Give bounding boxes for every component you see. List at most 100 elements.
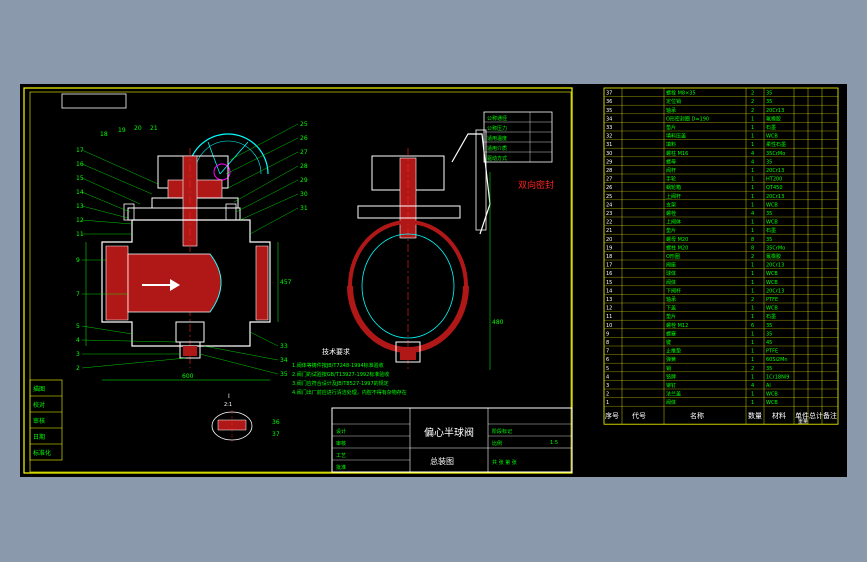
bom-cell: 1 xyxy=(751,400,754,406)
bom-cell: 螺母 M20 xyxy=(666,236,688,243)
tb-sheet: 共 张 第 张 xyxy=(492,459,517,466)
tech-line: 4.阀门出厂前应进行清洁处理，内腔不得有杂物存在 xyxy=(292,389,407,396)
bom-cell: 销 xyxy=(666,365,671,372)
bom-cell: PTFE xyxy=(766,349,778,355)
bom-cell: 1 xyxy=(751,125,754,131)
bom-cell: 法兰盖 xyxy=(666,391,681,398)
bom-cell: 35 xyxy=(766,323,772,329)
bom-cell: 6 xyxy=(606,357,609,363)
bom-cell: 13 xyxy=(606,297,612,303)
bom-cell: PTFE xyxy=(766,297,778,303)
bom-cell: 17 xyxy=(606,263,612,269)
bom-cell: WCB xyxy=(766,134,778,140)
seal-note: 双向密封 xyxy=(518,179,554,191)
bom-cell: 垫片 xyxy=(666,124,676,131)
bom-cell: 4 xyxy=(751,383,754,389)
main-section-view: 600 457 xyxy=(85,133,292,381)
bom-cell: 11 xyxy=(606,314,612,320)
bom-cell: 止推垫 xyxy=(666,348,681,355)
bom-header: 名称 xyxy=(690,411,704,420)
bom-cell: 35 xyxy=(606,108,612,114)
tb-ratio: 比例 xyxy=(492,440,502,447)
drawing-scale: 1:5 xyxy=(550,440,558,446)
bom-cell: 上阀杆 xyxy=(666,193,681,200)
spec-label: 适用介质 xyxy=(487,145,507,152)
balloon-label: 11 xyxy=(76,231,84,238)
bom-cell: 螺塞 xyxy=(666,330,676,337)
side-view: 480 双向密封 xyxy=(347,129,554,370)
bom-cell: 1 xyxy=(751,349,754,355)
balloon-label: 2 xyxy=(76,365,80,372)
bom-cell: 铆钉 xyxy=(666,382,676,389)
detail-label: I xyxy=(228,393,230,400)
inner-frame xyxy=(29,91,572,473)
bom-cell: 31 xyxy=(606,142,612,148)
bom-cell: WCB xyxy=(766,271,778,277)
stamp-label-4: 标准化 xyxy=(33,449,51,457)
bom-cell: 2 xyxy=(751,99,754,105)
bom-cell: 22 xyxy=(606,220,612,226)
main-frame xyxy=(23,87,573,474)
bom-cell: 4 xyxy=(751,151,754,157)
bom-header: 代号 xyxy=(632,411,646,420)
bom-cell: 1 xyxy=(751,271,754,277)
bom-cell: 45 xyxy=(766,340,772,346)
bom-cell: 下盖 xyxy=(666,305,676,312)
bom-cell: 4 xyxy=(751,159,754,165)
dim-overall-length: 600 xyxy=(182,373,194,380)
drawing-sheet: 描图 校对 审核 日期 标准化 xyxy=(20,84,847,477)
bom-cell: WCB xyxy=(766,400,778,406)
bom-cell: 19 xyxy=(606,245,612,251)
bom-cell: 1 xyxy=(751,374,754,380)
bom-cell: 阀体 xyxy=(666,279,676,286)
title-block: 设计 审核 工艺 批准 偏心半球阀 总装图 1:5 阶段标记 比例 共 张 第 … xyxy=(331,407,573,473)
bom-cell: 2 xyxy=(606,392,609,398)
tech-line: 2.阀门的试验按GB/T13927-1992标准验收 xyxy=(292,371,389,378)
tb-approve: 批准 xyxy=(336,464,346,471)
bom-cell: 垫片 xyxy=(666,313,676,320)
bom-cell: 21 xyxy=(606,228,612,234)
bom-cell: 23 xyxy=(606,211,612,217)
bom-cell: 1 xyxy=(751,202,754,208)
dim-outlet: 457 xyxy=(280,279,292,286)
balloon-label: 25 xyxy=(300,121,308,128)
bom-cell: 1 xyxy=(751,392,754,398)
bom-cell: 螺栓 xyxy=(666,210,676,217)
balloon-label: 13 xyxy=(76,203,84,210)
balloon-label: 5 xyxy=(76,323,80,330)
balloon-label: 26 xyxy=(300,135,308,142)
spec-table: 公称通径 公称压力 适用温度 适用介质 驱动方式 xyxy=(483,111,553,163)
bom-cell: 定位销 xyxy=(666,98,681,105)
bom-cell: 蜗轮箱 xyxy=(666,184,681,191)
bom-cell: 1 xyxy=(751,280,754,286)
bom-cell: 2 xyxy=(751,91,754,97)
bom-cell: 9 xyxy=(606,331,609,337)
bom-cell: 30 xyxy=(606,151,612,157)
bom-cell: 1 xyxy=(751,142,754,148)
bom-cell: 弹簧 xyxy=(666,356,676,363)
bom-cell: 支架 xyxy=(666,201,676,208)
spec-label: 适用温度 xyxy=(487,135,507,142)
bom-cell: 铭牌 xyxy=(666,373,676,380)
bom-cell: 28 xyxy=(606,168,612,174)
bom-header: 单件 xyxy=(795,411,809,420)
bom-header: 备注 xyxy=(823,411,837,420)
bom-cell: 35 xyxy=(766,99,772,105)
bom-cell: WCB xyxy=(766,280,778,286)
balloon-label: 19 xyxy=(118,127,126,134)
bom-cell: 1 xyxy=(751,314,754,320)
bom-cell: 1 xyxy=(751,340,754,346)
drawing-subtitle: 总装图 xyxy=(430,456,454,466)
bom-cell: 螺母 xyxy=(666,158,676,165)
bom-cell: 10 xyxy=(606,323,612,329)
bom-cell: 27 xyxy=(606,177,612,183)
balloon-label: 35 xyxy=(280,371,288,378)
bom-cell: 轴承 xyxy=(666,107,676,114)
bom-cell: 2 xyxy=(751,297,754,303)
technical-requirements: 技术要求 1.阀体等铸件按JB/T7248-1994标准验收 2.阀门的试验按G… xyxy=(292,347,407,396)
bom-header: 材料 xyxy=(772,411,786,420)
bom-cell: WCB xyxy=(766,306,778,312)
spec-label: 公称压力 xyxy=(487,125,507,132)
bom-cell: 35CrMo xyxy=(766,151,785,157)
balloon-label: 20 xyxy=(134,125,142,132)
